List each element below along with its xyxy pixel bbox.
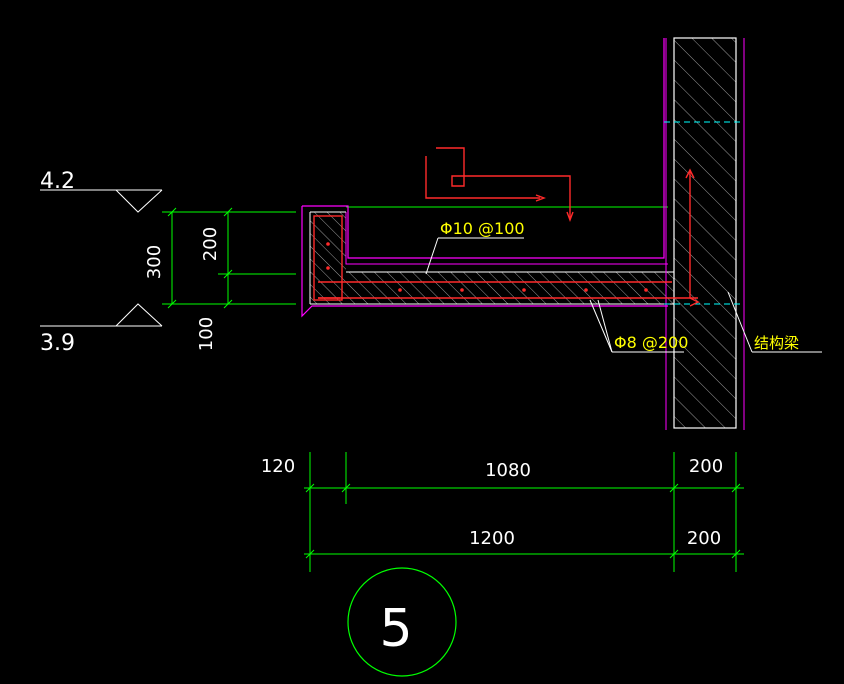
concrete-section xyxy=(301,38,674,318)
dim-1080: 1080 xyxy=(485,460,531,481)
dim-upper-height: 200 xyxy=(200,227,221,261)
rebar-label-top: Φ10 @100 xyxy=(425,219,525,275)
horizontal-dimensions xyxy=(304,452,744,572)
elevation-marker-top: 4.2 xyxy=(40,169,163,213)
dim-right-200-row1: 200 xyxy=(689,456,723,477)
rebar-label-bottom-text: Φ8 @200 xyxy=(614,333,688,352)
vertical-dimensions xyxy=(162,207,296,309)
dim-1200: 1200 xyxy=(469,528,515,549)
elevation-bottom-text: 3.9 xyxy=(40,331,75,356)
dim-lower-height: 100 xyxy=(196,317,217,351)
dim-left-120: 120 xyxy=(261,456,295,477)
dim-right-200-row2: 200 xyxy=(687,528,721,549)
structural-beam xyxy=(664,37,745,430)
dim-total-height: 300 xyxy=(144,245,165,279)
detail-number-marker: 5 xyxy=(347,567,457,677)
rebar-label-top-text: Φ10 @100 xyxy=(440,219,525,238)
rebar xyxy=(313,147,700,307)
elevation-top-text: 4.2 xyxy=(40,169,75,194)
detail-number-text: 5 xyxy=(379,599,412,659)
elevation-marker-bottom: 3.9 xyxy=(40,303,163,356)
beam-label-text: 结构梁 xyxy=(754,334,799,352)
rebar-label-bottom: Φ8 @200 xyxy=(589,299,688,353)
beam-label: 结构梁 xyxy=(727,291,822,353)
rebar-dots xyxy=(326,242,648,292)
